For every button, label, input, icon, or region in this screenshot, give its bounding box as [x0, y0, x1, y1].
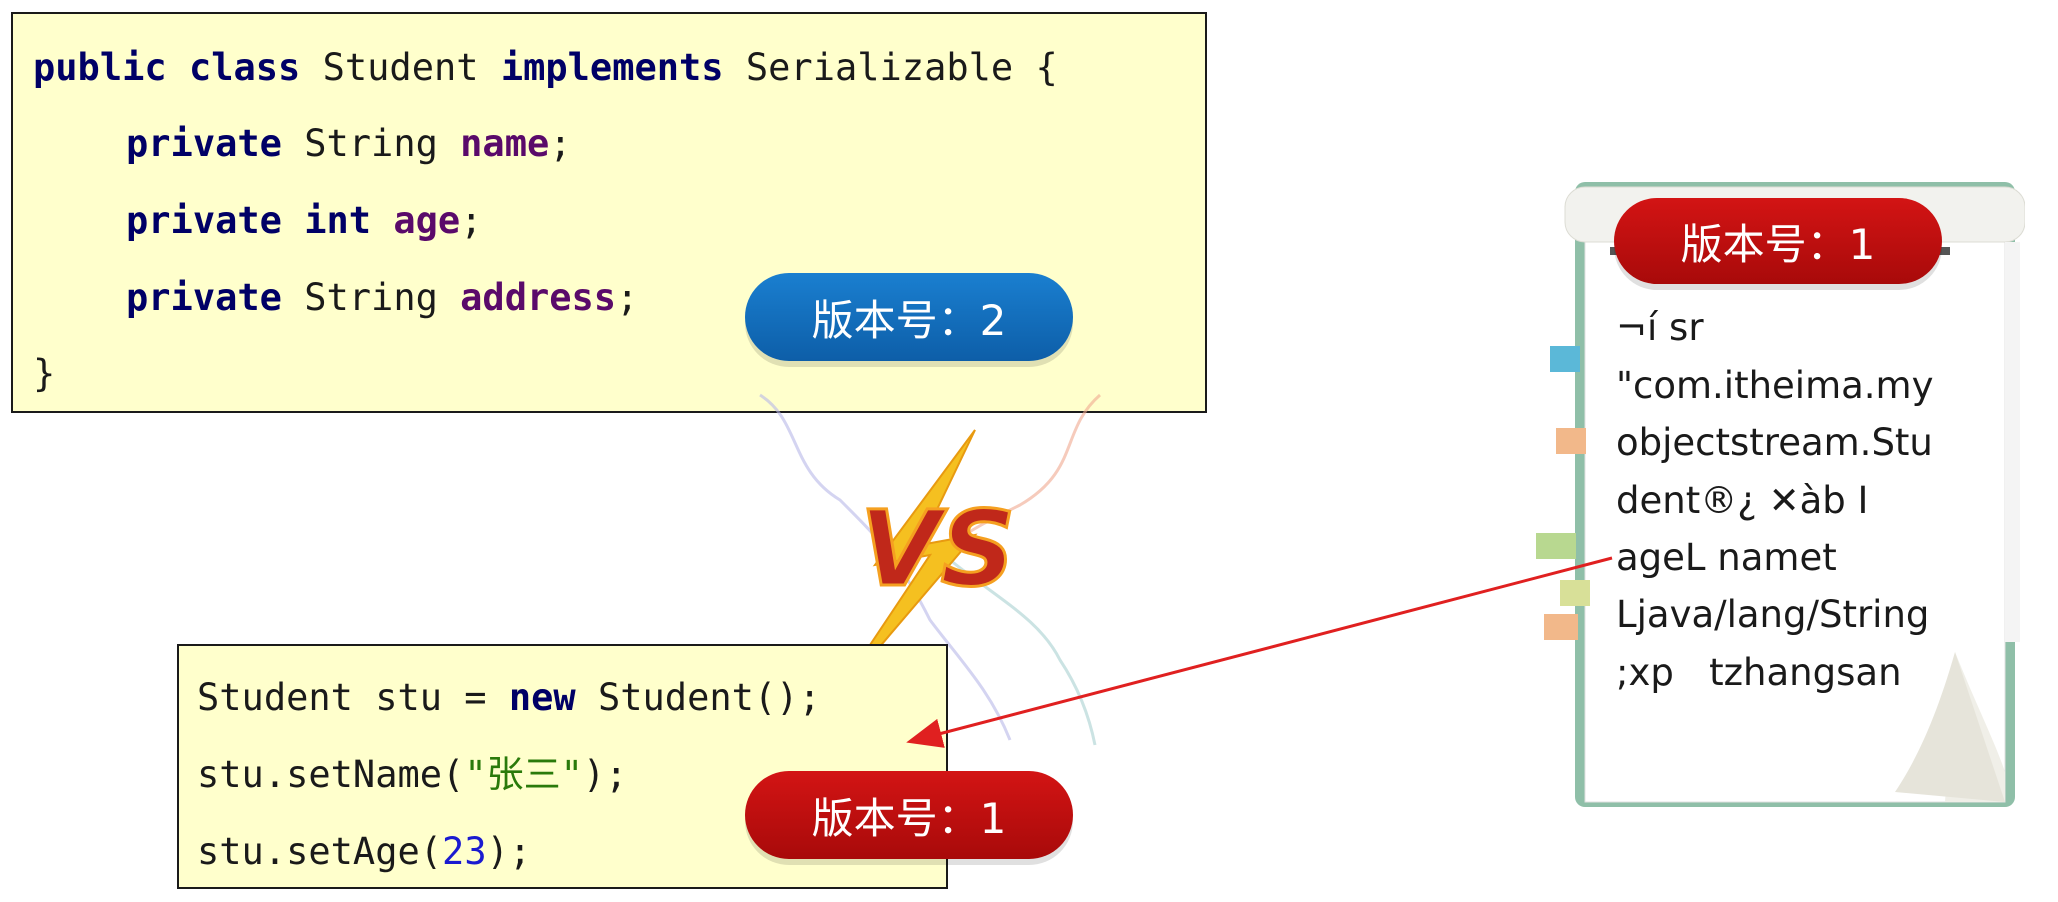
- serialized-line: ;xp tzhangsan: [1616, 651, 1902, 694]
- code-text: Student stu =: [197, 676, 509, 719]
- keyword: implements: [500, 46, 724, 89]
- code-line-field-age: private int age;: [126, 199, 482, 243]
- version-mismatch-arrow: [906, 556, 1613, 748]
- code-line-field-address: private String address;: [126, 276, 638, 320]
- field-name: age: [393, 199, 461, 242]
- serialized-line: objectstream.Stu: [1616, 421, 1933, 464]
- code-line-class-decl: public class Student implements Serializ…: [33, 46, 1058, 90]
- code-line-set-name: stu.setName("张三");: [197, 753, 627, 797]
- code-line-set-age: stu.setAge(23);: [197, 830, 531, 874]
- semicolon: ;: [549, 122, 572, 165]
- notepad-tab: [1560, 580, 1590, 606]
- interface-name: Serializable: [745, 46, 1014, 89]
- serialized-line: Ljava/lang/String: [1616, 593, 1930, 636]
- keyword: private: [126, 122, 282, 165]
- serialized-line: ageL namet: [1616, 536, 1837, 579]
- serialized-line: ¬í sr: [1616, 306, 1704, 349]
- keyword: new: [508, 676, 576, 719]
- brace: }: [33, 352, 56, 395]
- notepad-tab: [1556, 428, 1586, 454]
- keyword: public: [33, 46, 167, 89]
- notepad-tab: [1550, 346, 1580, 372]
- code-text: stu.setAge(: [197, 830, 443, 873]
- code-text: stu.setName(: [197, 753, 465, 796]
- code-line-new-student: Student stu = new Student();: [197, 676, 821, 720]
- file-version-badge: 版本号：1: [1614, 198, 1942, 284]
- keyword: private: [126, 199, 282, 242]
- field-name: address: [460, 276, 617, 319]
- notepad-icon: [1564, 182, 2025, 807]
- class-name: Student: [322, 46, 479, 89]
- keyword: private: [126, 276, 282, 319]
- number-literal: 23: [442, 830, 487, 873]
- field-name: name: [460, 122, 550, 165]
- vs-label: VS: [860, 488, 1015, 610]
- semicolon: ;: [616, 276, 639, 319]
- serialized-line: "com.itheima.my: [1616, 364, 1934, 407]
- code-line-close-brace: }: [33, 352, 55, 396]
- usage-version-badge: 版本号：1: [745, 771, 1073, 859]
- class-code-box: public class Student implements Serializ…: [11, 12, 1207, 413]
- code-line-field-name: private String name;: [126, 122, 572, 166]
- class-version-badge: 版本号：2: [745, 273, 1073, 361]
- code-text: );: [486, 830, 532, 873]
- usage-code-box: Student stu = new Student(); stu.setName…: [177, 644, 948, 889]
- notepad-tab: [1536, 533, 1576, 559]
- brace: {: [1035, 46, 1058, 89]
- type: String: [304, 122, 438, 165]
- type: int: [304, 199, 372, 242]
- semicolon: ;: [460, 199, 483, 242]
- notepad-tab: [1544, 614, 1578, 640]
- code-text: Student();: [575, 676, 821, 719]
- serialized-line: dent®¿ ✕àb I: [1616, 479, 1869, 522]
- code-text: );: [582, 753, 628, 796]
- type: String: [304, 276, 438, 319]
- keyword: class: [188, 46, 301, 89]
- string-literal: "张三": [464, 753, 583, 796]
